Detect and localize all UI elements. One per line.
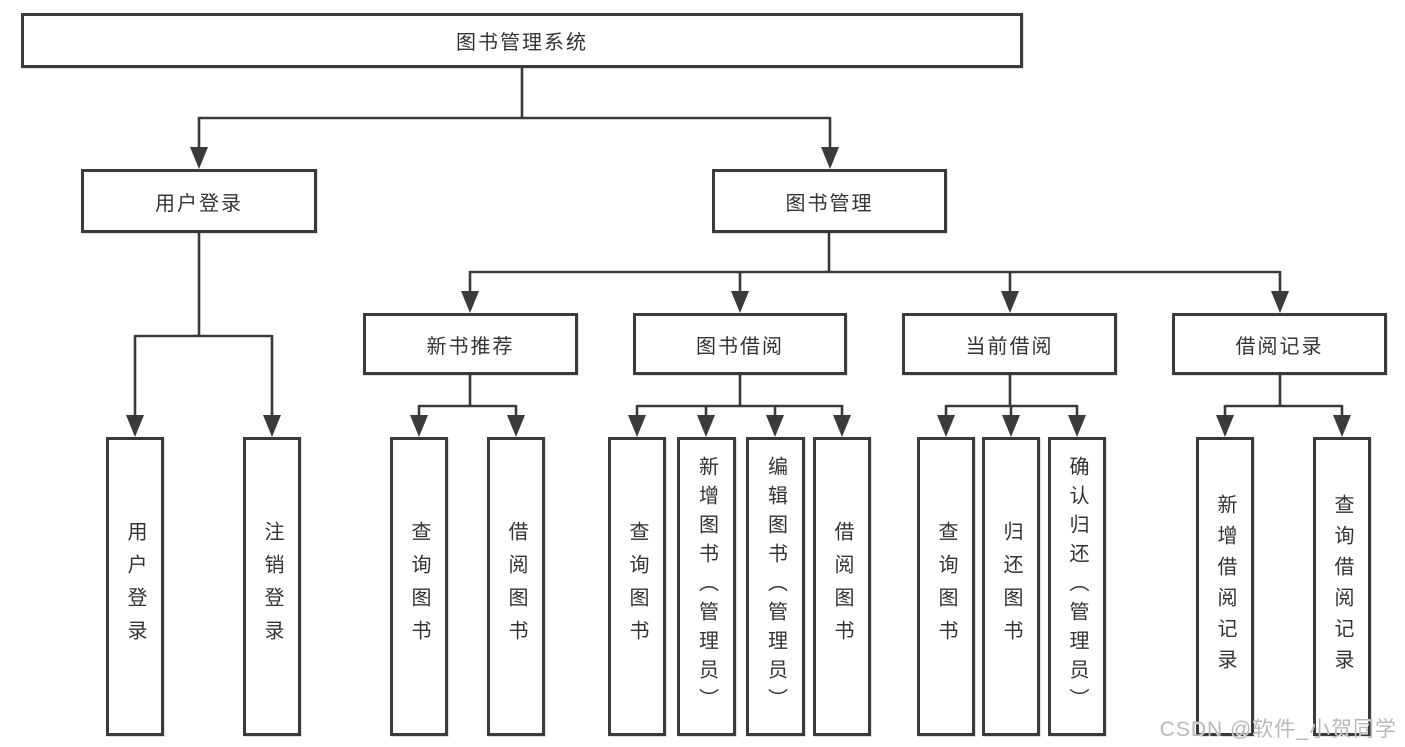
leaf-label: 新增借阅记录 [1214,493,1236,680]
leaf-label: 新增图书（管理员） [695,456,718,717]
leaf-label: 归还图书 [1000,520,1022,653]
leaf-confirm-return-admin: 确认归还（管理员） [1048,437,1106,736]
leaf-label: 借阅图书 [505,520,527,653]
node-label: 借阅记录 [1235,335,1324,358]
csdn-watermark: CSDN @软件_小贺同学 [1159,718,1397,741]
leaf-query-borrow-record: 查询借阅记录 [1313,437,1371,736]
leaf-edit-books-admin: 编辑图书（管理员） [746,437,805,736]
leaf-label: 借阅图书 [831,520,853,653]
node-label: 图书管理系统 [456,32,588,54]
node-book-borrowing: 图书借阅 [633,313,847,375]
leaf-query-books-recommend: 查询图书 [390,437,448,736]
leaf-label: 注销登录 [261,520,283,653]
leaf-user-login: 用户登录 [106,437,164,736]
node-label: 图书管理 [785,192,874,215]
leaf-label: 查询借阅记录 [1331,493,1353,680]
node-label: 用户登录 [155,192,243,215]
node-borrowing-records: 借阅记录 [1172,313,1387,375]
leaf-borrow-books: 借阅图书 [813,437,871,736]
node-user-login: 用户登录 [81,169,317,233]
leaf-label: 查询图书 [935,520,957,653]
leaf-label: 查询图书 [626,520,648,653]
leaf-add-books-admin: 新增图书（管理员） [677,437,736,736]
leaf-label: 用户登录 [124,520,146,653]
node-label: 当前借阅 [965,335,1054,358]
node-library-management-system: 图书管理系统 [21,13,1023,68]
node-label: 新书推荐 [426,335,515,358]
leaf-label: 查询图书 [408,520,430,653]
leaf-borrow-books-recommend: 借阅图书 [487,437,545,736]
leaf-logout: 注销登录 [243,437,301,736]
leaf-label: 编辑图书（管理员） [764,456,787,717]
leaf-query-books-current: 查询图书 [917,437,975,736]
node-book-management: 图书管理 [712,169,947,233]
node-current-borrowing: 当前借阅 [902,313,1117,375]
node-new-book-recommendation: 新书推荐 [363,313,578,375]
leaf-label: 确认归还（管理员） [1066,456,1088,717]
leaf-query-books-borrow: 查询图书 [608,437,666,736]
leaf-add-borrow-record: 新增借阅记录 [1196,437,1254,736]
leaf-return-books: 归还图书 [982,437,1040,736]
node-label: 图书借阅 [696,335,784,358]
